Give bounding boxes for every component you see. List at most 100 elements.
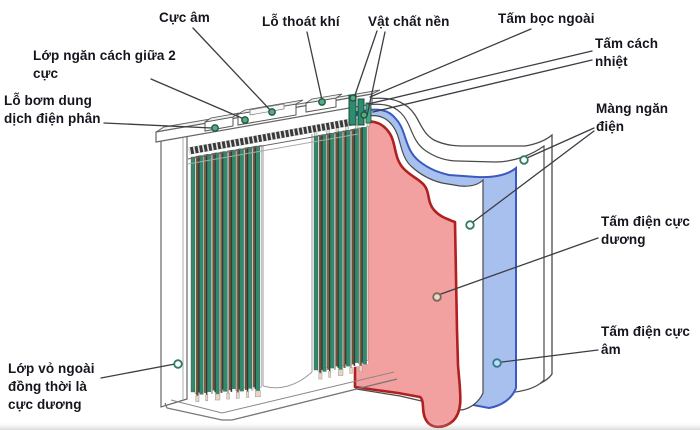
label-lop-vo-ngoai-line3: cực dương [8, 397, 82, 412]
electrode-plate [251, 146, 254, 391]
marker-positive-sheet [432, 292, 442, 302]
callout-vat-chat-nen-1 [353, 30, 378, 99]
label-lop-vo-ngoai: Lớp vỏ ngoài đồng thời là cực dương [8, 360, 95, 414]
electrode-plate [259, 145, 262, 388]
marker-dots [173, 94, 529, 369]
label-mang-ngan-dien-line1: Màng ngăn [596, 101, 669, 116]
callout-lop-ngan-cach [150, 78, 245, 120]
cap-rail-line-2 [187, 133, 359, 165]
electrode-plate [212, 153, 215, 391]
electrode-plate [319, 134, 322, 374]
marker-membrane-inner [465, 220, 475, 230]
electrode-plate [235, 149, 237, 391]
callout-lop-vo-ngoai [100, 363, 176, 379]
electrode-plate [350, 129, 352, 368]
electrode-plate [313, 135, 319, 371]
electrode-bottom-tab [226, 392, 230, 400]
electrode-plate [337, 131, 339, 368]
electrode-plate [359, 127, 362, 366]
electrode-bottom-tab [235, 392, 240, 399]
label-tam-dien-cuc-am-line1: Tấm điện cực [601, 324, 691, 339]
label-tam-cach-nhiet: Tấm cách nhiệt [595, 35, 658, 71]
marker-substrate-1 [349, 94, 357, 102]
label-lop-ngan-cach-giua-2-cuc: Lớp ngăn cách giữa 2 cực [33, 47, 176, 83]
electrode-plate [214, 152, 216, 393]
electrode-bottom-tab [337, 369, 344, 376]
electrode-bottom-tab [318, 372, 323, 380]
label-tam-dien-cuc-duong-line1: Tấm điện cực [601, 214, 691, 229]
electrode-plate [252, 146, 255, 388]
electrode-plate [198, 155, 200, 393]
label-tam-cach-nhiet-line1: Tấm cách [595, 36, 659, 51]
electrode-plate [220, 151, 223, 393]
label-lop-ngan-cach-line2: cực [33, 66, 59, 81]
electrode-plate [358, 127, 360, 365]
label-lo-thoat-khi-text: Lỗ thoát khí [262, 14, 340, 29]
busbar-rail [188, 118, 353, 155]
marker-negative-terminal [268, 108, 276, 116]
label-vat-chat-nen-text: Vật chất nền [368, 14, 450, 29]
label-mang-ngan-dien: Màng ngăn điện [596, 100, 668, 136]
electrode-plate [231, 149, 236, 389]
electrode-bottom-tab [358, 365, 363, 373]
label-cuc-am: Cực âm [159, 9, 210, 27]
electrode-plate [351, 129, 354, 365]
callout-mang-ngan-dien-2 [472, 130, 595, 223]
electrode-plate [366, 126, 369, 361]
electrode-stack-right-group [313, 117, 370, 380]
electrode-bottom-tab [195, 395, 200, 402]
electrode-bottom-tab [214, 393, 221, 401]
electrode-bottom-tab [205, 394, 209, 402]
label-mang-ngan-dien-line2: điện [596, 119, 625, 134]
electrode-bottom-tab [246, 391, 250, 398]
layer-sheets [353, 97, 553, 429]
electrode-bottom-tab [328, 371, 332, 378]
electrode-plate [236, 149, 239, 393]
label-lop-vo-ngoai-line2: đồng thời là [8, 379, 88, 394]
electrode-plate [246, 147, 249, 392]
electrode-plate [317, 135, 320, 372]
positive-electrode-sheet [353, 120, 462, 429]
electrode-plate [244, 147, 248, 390]
electrode-plate [230, 150, 233, 392]
label-lop-ngan-cach-line1: Lớp ngăn cách giữa 2 [33, 48, 176, 63]
marker-membrane-outer [519, 155, 529, 165]
marker-case-wall [173, 359, 183, 369]
label-tam-dien-cuc-am: Tấm điện cực âm [601, 323, 690, 359]
case-bottom-tray [164, 378, 398, 421]
electrode-plate [203, 154, 205, 392]
marker-substrate-2 [360, 111, 368, 119]
electrode-plate [228, 150, 231, 391]
electrode-plate [343, 130, 346, 368]
label-tam-dien-cuc-am-line2: âm [601, 342, 621, 357]
label-tam-dien-cuc-duong-line2: dương [601, 232, 646, 247]
label-cuc-am-text: Cực âm [159, 10, 210, 25]
electrode-plate [207, 154, 212, 392]
callout-vat-chat-nen-2 [366, 31, 386, 117]
marker-negative-sheet [492, 358, 502, 368]
callout-tam-cach-nhiet-1 [367, 50, 593, 105]
electrode-plate [239, 148, 244, 392]
electrode-plate [334, 132, 336, 370]
label-lop-vo-ngoai-line1: Lớp vỏ ngoài [8, 361, 95, 376]
callout-tam-boc-ngoai [369, 28, 532, 98]
label-vat-chat-nen: Vật chất nền [368, 13, 449, 31]
label-lo-bom-line1: Lỗ bơm dung [4, 93, 92, 108]
electrode-plate [322, 134, 327, 372]
electrode-plate [204, 154, 207, 394]
electrode-plate [353, 128, 356, 367]
electrode-stack-left-group [190, 145, 262, 402]
electrode-plate [346, 129, 351, 367]
electrode-plate [190, 156, 196, 393]
electrode-plate [335, 131, 338, 367]
callout-cuc-am [192, 27, 273, 113]
callout-lines [100, 27, 599, 379]
callout-lo-thoat-khi [306, 31, 323, 101]
callout-tam-dien-cuc-am [501, 349, 599, 363]
electrode-plate [211, 153, 213, 394]
electrode-plate [330, 132, 335, 369]
electrode-plate [255, 145, 260, 391]
cap-rail-line-1 [187, 128, 359, 160]
label-lo-bom-dung-dich-dien-phan: Lỗ bơm dung dịch điện phân [4, 92, 101, 128]
